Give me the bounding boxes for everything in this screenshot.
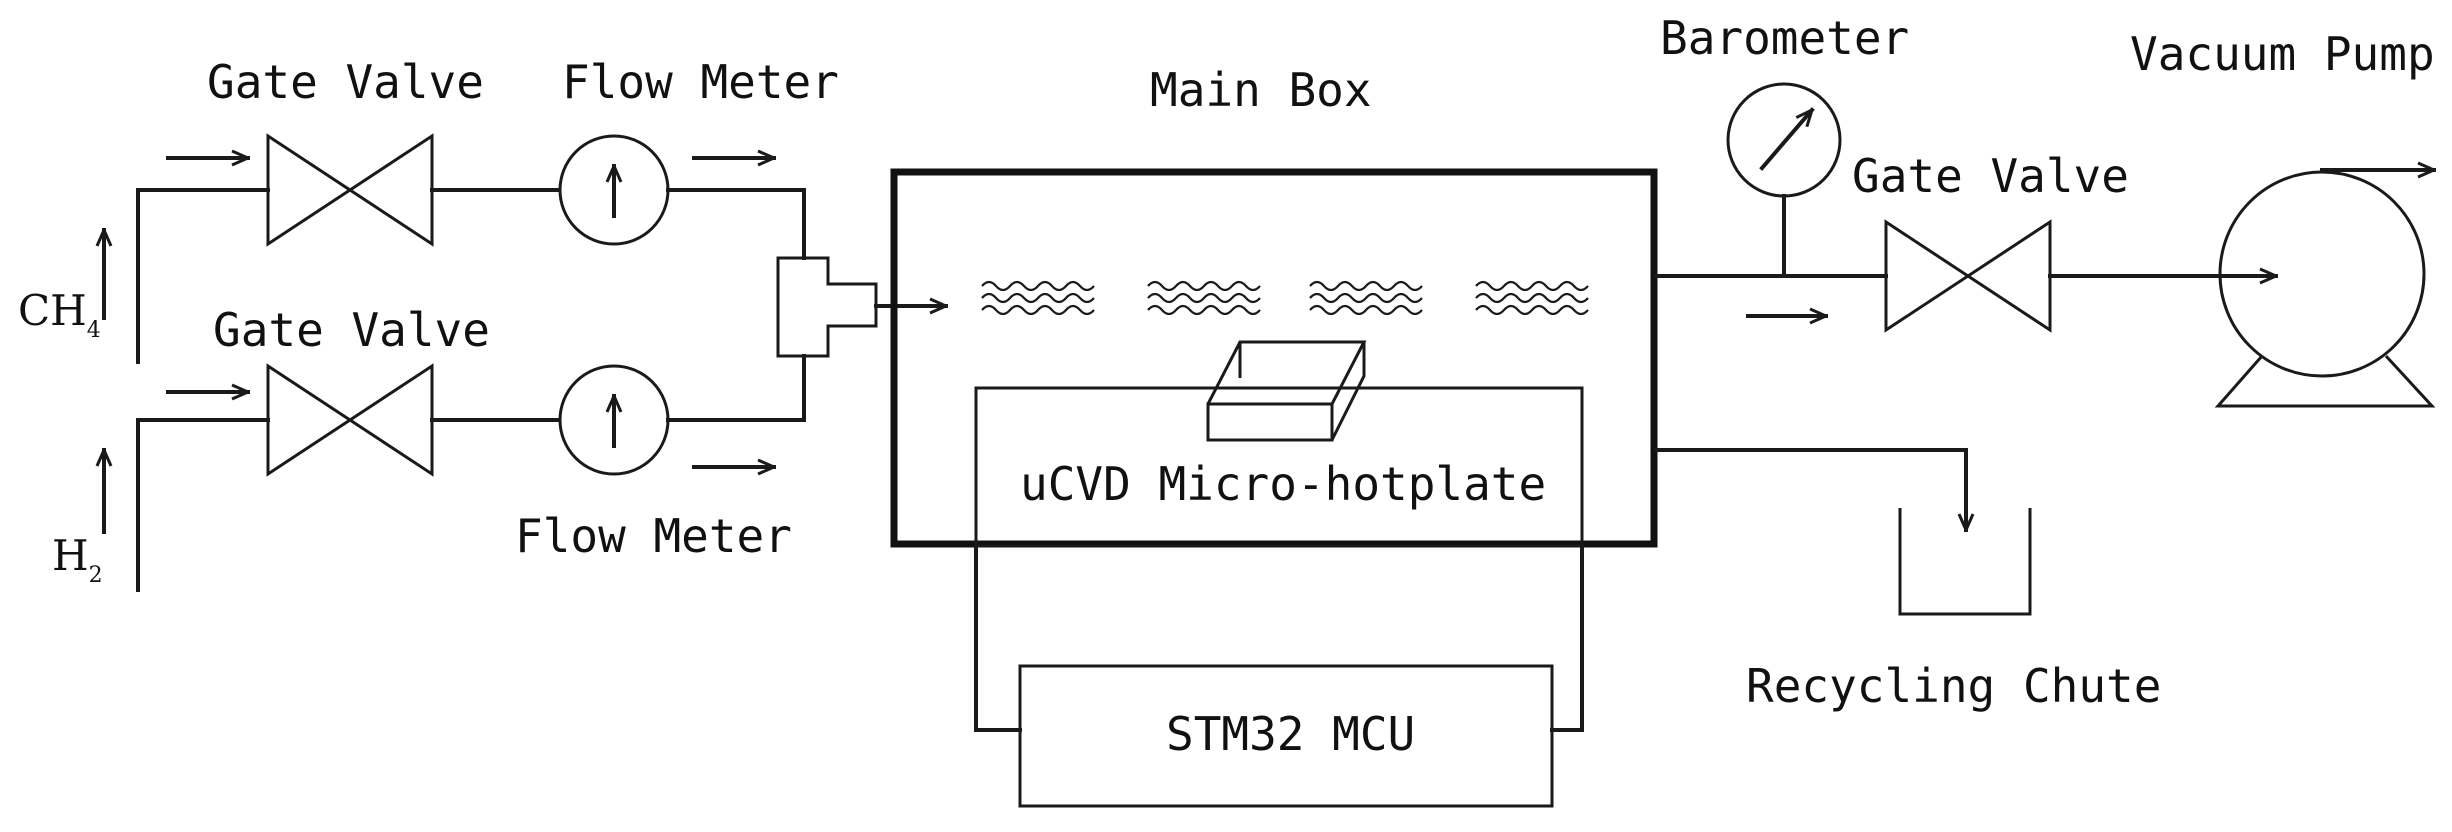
micro-hotplate: uCVD Micro-hotplate bbox=[974, 340, 1584, 548]
flow-meter-h2: Flow Meter bbox=[515, 364, 792, 563]
gate-valve-h2-label: Gate Valve bbox=[213, 303, 490, 357]
mcu-label: STM32 MCU bbox=[1166, 707, 1415, 761]
micro-hotplate-label: uCVD Micro-hotplate bbox=[1020, 457, 1546, 511]
main-box: Main Box uCVD Micro-hotplate bbox=[890, 63, 1658, 548]
vacuum-pump-label: Vacuum Pump bbox=[2130, 27, 2435, 81]
barometer-needle-icon bbox=[1759, 110, 1815, 171]
gas-wave-icon bbox=[981, 280, 1095, 316]
gate-valve-ch4-label: Gate Valve bbox=[207, 55, 484, 109]
h2-label: H2 bbox=[52, 531, 103, 588]
recycling-chute-label: Recycling Chute bbox=[1746, 659, 2161, 713]
gas-wave-icon bbox=[1309, 280, 1423, 316]
barometer: Barometer bbox=[1660, 11, 1909, 278]
ch4-inlet: CH4 bbox=[18, 158, 270, 364]
gate-valve-out: Gate Valve bbox=[1852, 149, 2129, 333]
flow-meter-ch4-label: Flow Meter bbox=[562, 55, 839, 109]
h2-inlet: H2 bbox=[52, 392, 270, 592]
flow-meter-h2-label: Flow Meter bbox=[515, 509, 792, 563]
vacuum-pump: Vacuum Pump bbox=[2130, 27, 2436, 408]
recycling-chute: Recycling Chute bbox=[1654, 448, 2161, 713]
flow-meter-ch4: Flow Meter bbox=[558, 55, 839, 246]
main-box-label: Main Box bbox=[1150, 63, 1372, 117]
stm32-mcu: STM32 MCU bbox=[1018, 664, 1554, 808]
barometer-label: Barometer bbox=[1660, 11, 1909, 65]
gas-wave-icon bbox=[1147, 280, 1261, 316]
gas-wave-icon bbox=[1475, 280, 1589, 316]
gate-valve-h2: Gate Valve bbox=[213, 303, 490, 477]
gate-valve-out-label: Gate Valve bbox=[1852, 149, 2129, 203]
mixing-junction bbox=[776, 256, 948, 358]
ch4-label: CH4 bbox=[18, 286, 101, 343]
gate-valve-ch4: Gate Valve bbox=[207, 55, 484, 247]
